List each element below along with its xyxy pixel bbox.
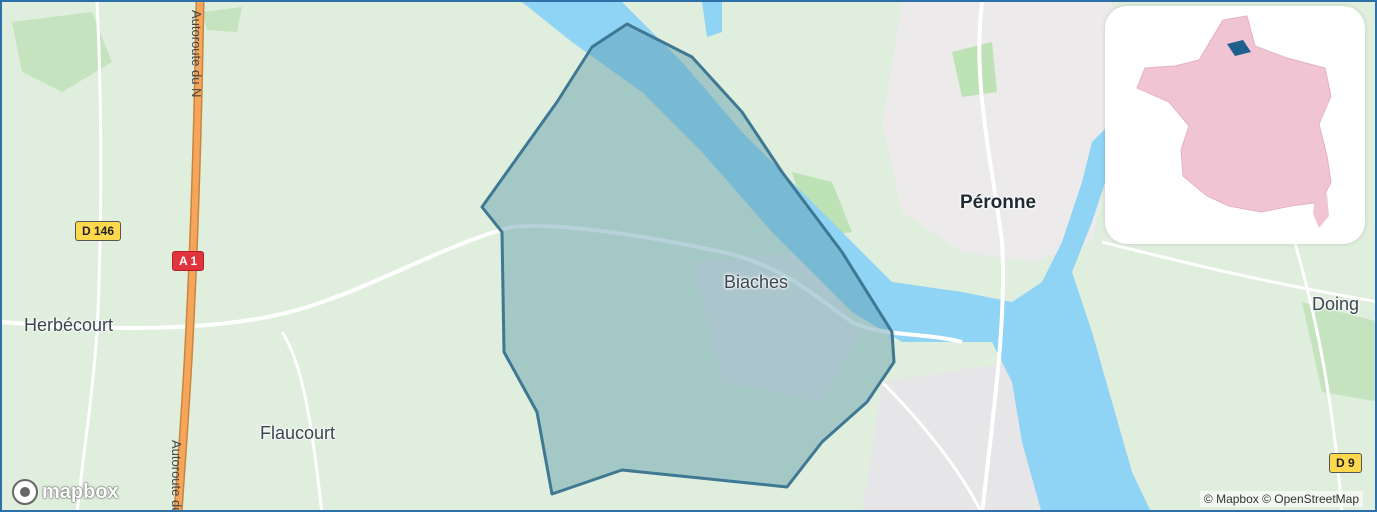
mapbox-logo[interactable]: mapbox — [12, 479, 119, 505]
corsica — [1313, 194, 1329, 228]
place-label-flaucourt: Flaucourt — [260, 423, 336, 443]
road-label-autoroute-bottom: Autoroute du N — [169, 440, 184, 512]
wood — [12, 12, 112, 92]
river — [702, 2, 722, 37]
wood — [952, 42, 997, 97]
road-label-autoroute-top: Autoroute du N — [189, 10, 204, 98]
map-attribution[interactable]: © Mapbox © OpenStreetMap — [1199, 491, 1363, 507]
river-somme — [522, 2, 1151, 510]
road-shield-a1: A 1 — [172, 251, 205, 271]
france-outline — [1136, 15, 1332, 228]
urban-area-peronne — [882, 2, 1112, 262]
inset-locator-map — [1105, 6, 1365, 244]
road-d1 — [2, 224, 963, 344]
urban-area-biaches — [692, 252, 862, 402]
road — [1101, 240, 1375, 303]
road — [280, 331, 324, 510]
urban-area-south — [862, 362, 1061, 510]
place-label-doingt: Doing — [1312, 294, 1360, 314]
commune-boundary-polygon[interactable] — [480, 22, 896, 496]
somme-highlight — [1227, 40, 1251, 56]
mapbox-logo-icon — [12, 479, 38, 505]
place-label-herbecourt: Herbécourt — [24, 315, 114, 335]
road-shield-d146: D 146 — [75, 221, 122, 241]
mapbox-logo-text: mapbox — [42, 480, 119, 503]
place-label-peronne: Péronne — [960, 192, 1037, 213]
road — [977, 2, 1005, 510]
road-shield-d9: D 9 — [1329, 453, 1362, 473]
road — [880, 380, 982, 510]
road-d146 — [75, 2, 103, 510]
wood — [1302, 302, 1375, 402]
wood — [202, 7, 242, 32]
motorway-a1 — [175, 2, 203, 510]
place-label-biaches: Biaches — [724, 272, 789, 292]
